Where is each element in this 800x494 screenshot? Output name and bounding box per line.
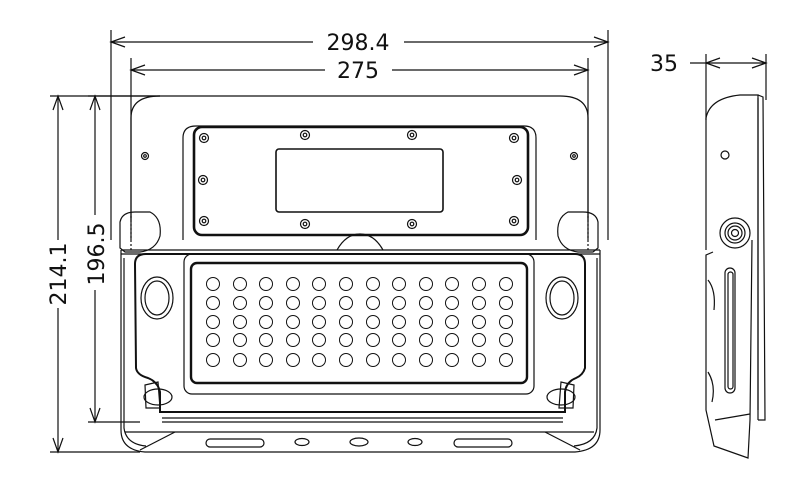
lower-housing <box>120 250 601 453</box>
bottom-hole-1 <box>294 437 310 447</box>
bracket-knob-left <box>119 211 161 253</box>
side-bracket-slot <box>724 267 736 394</box>
dimension-body-height: 196.5 <box>85 94 160 424</box>
housing-outline <box>130 95 589 240</box>
bracket-knob-right <box>557 211 599 253</box>
panel-recess <box>182 125 537 240</box>
dimension-label-body-width: 275 <box>337 59 379 84</box>
dimension-label-overall-width: 298.4 <box>327 31 390 56</box>
keypad-dots <box>206 277 513 367</box>
front-view <box>119 95 601 453</box>
display-window <box>275 148 444 213</box>
dimension-label-overall-height: 214.1 <box>47 243 72 306</box>
dimension-depth: 35 <box>650 52 768 120</box>
dimension-label-body-height: 196.5 <box>85 223 110 286</box>
bottom-hole-3 <box>407 437 423 447</box>
cover-plate-screws <box>197 129 523 230</box>
side-bracket <box>705 239 753 459</box>
dimension-label-depth: 35 <box>650 52 678 77</box>
dimension-overall-width: 298.4 <box>109 30 610 240</box>
cover-plate <box>192 125 530 237</box>
bottom-slot-left <box>205 438 265 448</box>
keypad-recess <box>183 253 535 395</box>
housing-screw-right <box>569 151 579 161</box>
side-knob <box>719 217 751 249</box>
boss-right <box>545 276 579 320</box>
keypad-panel <box>189 261 529 385</box>
housing-screw-left <box>140 151 150 161</box>
side-view: 35 <box>650 52 768 459</box>
keypad-frame <box>133 253 586 413</box>
bottom-slot-right <box>453 438 513 448</box>
boss-left <box>140 276 174 320</box>
hinge-bump <box>336 233 384 251</box>
side-screw <box>720 150 730 160</box>
side-body <box>705 94 759 410</box>
bottom-hole-2 <box>349 437 369 447</box>
dimension-overall-height: 214.1 <box>47 94 160 454</box>
